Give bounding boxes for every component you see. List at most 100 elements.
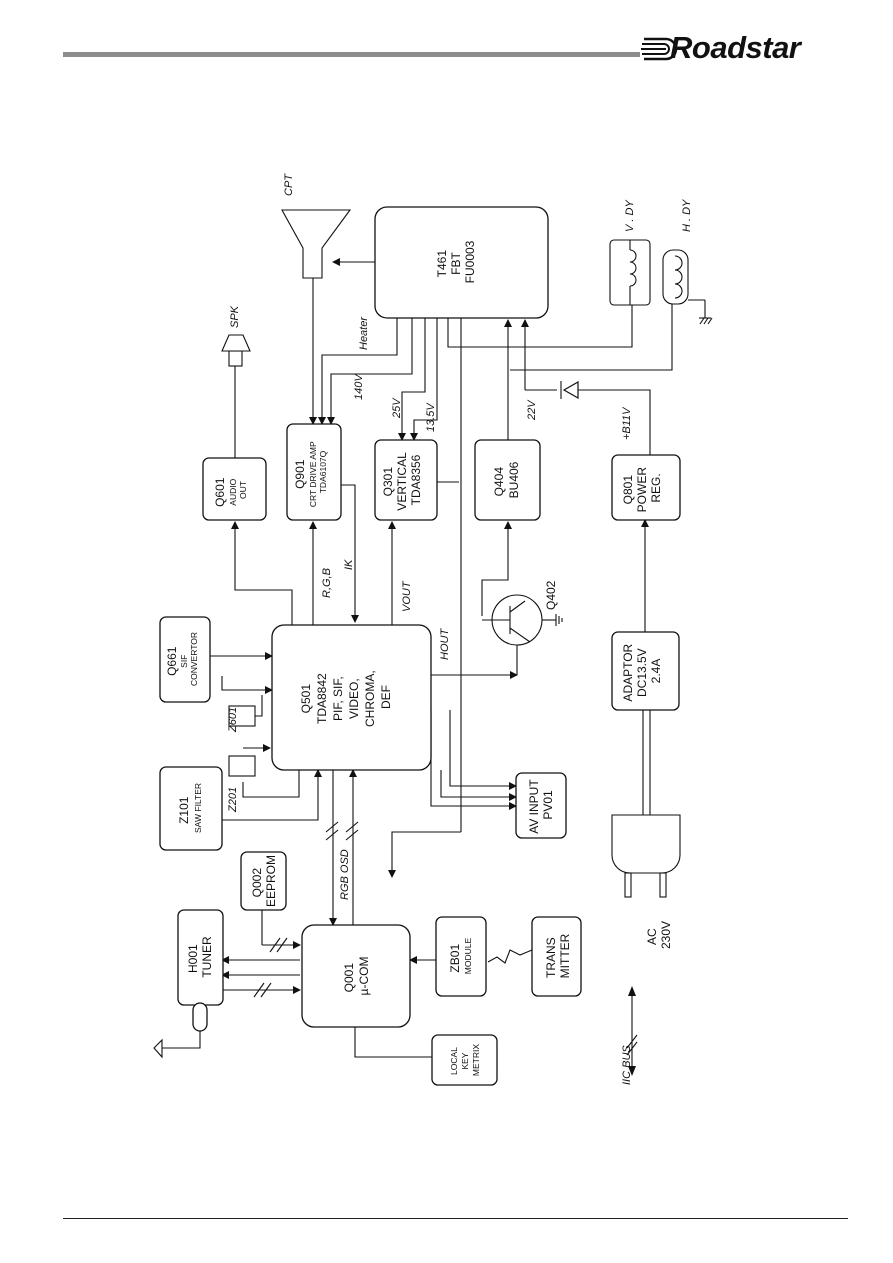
plug-icon bbox=[611, 814, 681, 898]
trans-line2: MITTER bbox=[558, 933, 572, 978]
wiring bbox=[162, 258, 706, 1058]
z601-crystal-icon bbox=[228, 705, 256, 727]
brand-logo: Roadstar bbox=[640, 28, 855, 74]
avinput-line2: PV01 bbox=[541, 790, 555, 820]
antenna-icon bbox=[153, 1038, 163, 1059]
t461-line1: T461 bbox=[435, 250, 449, 278]
q301-line1: Q301 bbox=[381, 467, 395, 497]
label-ac-line1: AC bbox=[645, 928, 659, 945]
label-ac-line2: 230V bbox=[659, 921, 673, 949]
label-q402: Q402 bbox=[544, 580, 558, 610]
q301-line3: TDA8356 bbox=[409, 454, 423, 505]
z201-crystal-icon bbox=[228, 755, 256, 777]
q801-line2: POWER bbox=[635, 467, 649, 513]
label-ik: IK bbox=[343, 559, 355, 570]
svg-text:H001 TUNER: H001 TUNER bbox=[186, 936, 214, 978]
q901-line1: Q901 bbox=[293, 459, 307, 489]
label-b11v: +B11V bbox=[621, 406, 633, 440]
block-q001 bbox=[301, 924, 411, 1028]
h001-line2: TUNER bbox=[200, 936, 214, 978]
q801-line1: Q801 bbox=[621, 475, 635, 505]
localkey-line2: KEY bbox=[460, 1052, 470, 1069]
t461-line3: FU0003 bbox=[463, 240, 477, 283]
label-rgb: R,G,B bbox=[321, 568, 333, 598]
q501-line2: TDA8842 bbox=[315, 673, 329, 724]
trans-line1: TRANS bbox=[544, 937, 558, 978]
t461-line2: FBT bbox=[449, 252, 463, 275]
q501-line5: CHROMA, bbox=[363, 670, 377, 727]
block-q404 bbox=[474, 439, 541, 521]
q601-line1: Q601 bbox=[213, 477, 227, 507]
z101-line1: Z101 bbox=[177, 796, 191, 824]
svg-text:Z101 SAW FILTER: Z101 SAW FILTER bbox=[175, 783, 203, 833]
svg-text:Q501 TDA8842 PIF,: Q501 TDA8842 PIF, SIF, VIDEO, CHROMA, DE… bbox=[299, 667, 393, 727]
block-local-key bbox=[431, 1034, 498, 1086]
q601-line2: AUDIO bbox=[228, 478, 238, 505]
label-hout: HOUT bbox=[439, 628, 451, 660]
block-q301 bbox=[374, 439, 438, 521]
adaptor-line2: DC13.5V bbox=[635, 648, 649, 697]
q801-line3: REG. bbox=[649, 473, 663, 502]
avinput-line1: AV INPUT bbox=[527, 779, 541, 834]
vdy-coil-icon bbox=[609, 239, 651, 306]
label-heater: Heater bbox=[358, 316, 370, 350]
z101-line2: SAW FILTER bbox=[193, 783, 203, 833]
svg-text:LOCAL KEY METRIX: LOCAL KEY METRIX bbox=[449, 1044, 481, 1076]
q402-transistor-icon bbox=[482, 594, 563, 675]
header-rule bbox=[63, 52, 640, 57]
q501-line3: PIF, SIF, bbox=[331, 676, 345, 721]
block-q901 bbox=[286, 423, 342, 521]
block-adaptor bbox=[611, 631, 680, 711]
svg-text:Q661 SIF CONVERTOR: Q661 SIF CONVERTOR bbox=[163, 632, 199, 686]
svg-text:ZB01 MODULE: ZB01 MODULE bbox=[446, 937, 473, 974]
q601-line3: OUT bbox=[238, 481, 248, 499]
svg-text:ADAPTOR DC13.5V 2.: ADAPTOR DC13.5V 2.4A bbox=[621, 640, 663, 701]
block-transmitter bbox=[531, 916, 582, 997]
block-q501 bbox=[271, 624, 432, 771]
q501-line4: VIDEO, bbox=[347, 678, 361, 719]
adaptor-line1: ADAPTOR bbox=[621, 643, 635, 701]
q901-line3: TDA6107Q bbox=[318, 450, 328, 493]
svg-text:TRANS MITTER: TRANS MITTER bbox=[544, 933, 572, 978]
label-25v: 25V bbox=[391, 397, 403, 419]
svg-text:Q601 AUDIO OUT: Q601 AUDIO OUT bbox=[211, 473, 248, 507]
footer-rule bbox=[63, 1218, 848, 1219]
block-t461 bbox=[374, 206, 549, 319]
q002-line1: Q002 bbox=[250, 868, 264, 898]
zb01-line1: ZB01 bbox=[448, 944, 462, 973]
localkey-line3: METRIX bbox=[471, 1044, 481, 1076]
label-hdy: H . DY bbox=[681, 199, 693, 232]
zb01-line2: MODULE bbox=[463, 937, 473, 974]
label-rgb-osd: RGB OSD bbox=[339, 849, 351, 900]
block-q661 bbox=[159, 616, 211, 703]
svg-text:Q801 POWER REG.: Q801 POWER REG. bbox=[621, 464, 663, 513]
q661-line1: Q661 bbox=[165, 646, 179, 676]
svg-text:Q901 CRT DRIVE AMP: Q901 CRT DRIVE AMP TDA6107Q bbox=[291, 437, 328, 507]
q001-line1: Q001 bbox=[342, 963, 356, 993]
label-z601: Z601 bbox=[227, 707, 239, 733]
svg-text:T461 FBT FU0003: T461 FBT FU0003 bbox=[435, 240, 477, 283]
block-av-input bbox=[515, 772, 567, 839]
label-13-5v: 13.5V bbox=[425, 402, 437, 432]
svg-text:Q001 µ-COM: Q001 µ-COM bbox=[342, 957, 371, 996]
localkey-line1: LOCAL bbox=[449, 1047, 459, 1075]
q901-line2: CRT DRIVE AMP bbox=[308, 441, 318, 507]
cpt-symbol bbox=[281, 209, 352, 279]
h001-line1: H001 bbox=[186, 944, 200, 973]
label-vout: VOUT bbox=[401, 580, 413, 612]
q501-line1: Q501 bbox=[299, 684, 313, 714]
brand-name: Roadstar bbox=[670, 30, 801, 65]
svg-text:Q404 BU406: Q404 BU406 bbox=[492, 461, 521, 498]
diode-icon bbox=[560, 380, 579, 400]
block-q601 bbox=[202, 457, 267, 521]
q301-line2: VERTICAL bbox=[395, 452, 409, 511]
block-zb01 bbox=[435, 916, 487, 997]
block-q801 bbox=[611, 454, 681, 521]
q501-line6: DEF bbox=[379, 685, 393, 709]
svg-text:Q002 EEPROM: Q002 EEPROM bbox=[250, 855, 278, 907]
svg-text:Q301 VERTICAL TDA8: Q301 VERTICAL TDA8356 bbox=[381, 449, 423, 510]
q661-line2: SIF bbox=[179, 655, 189, 668]
label-ac: AC 230V bbox=[645, 921, 673, 949]
q661-line3: CONVERTOR bbox=[189, 632, 199, 686]
